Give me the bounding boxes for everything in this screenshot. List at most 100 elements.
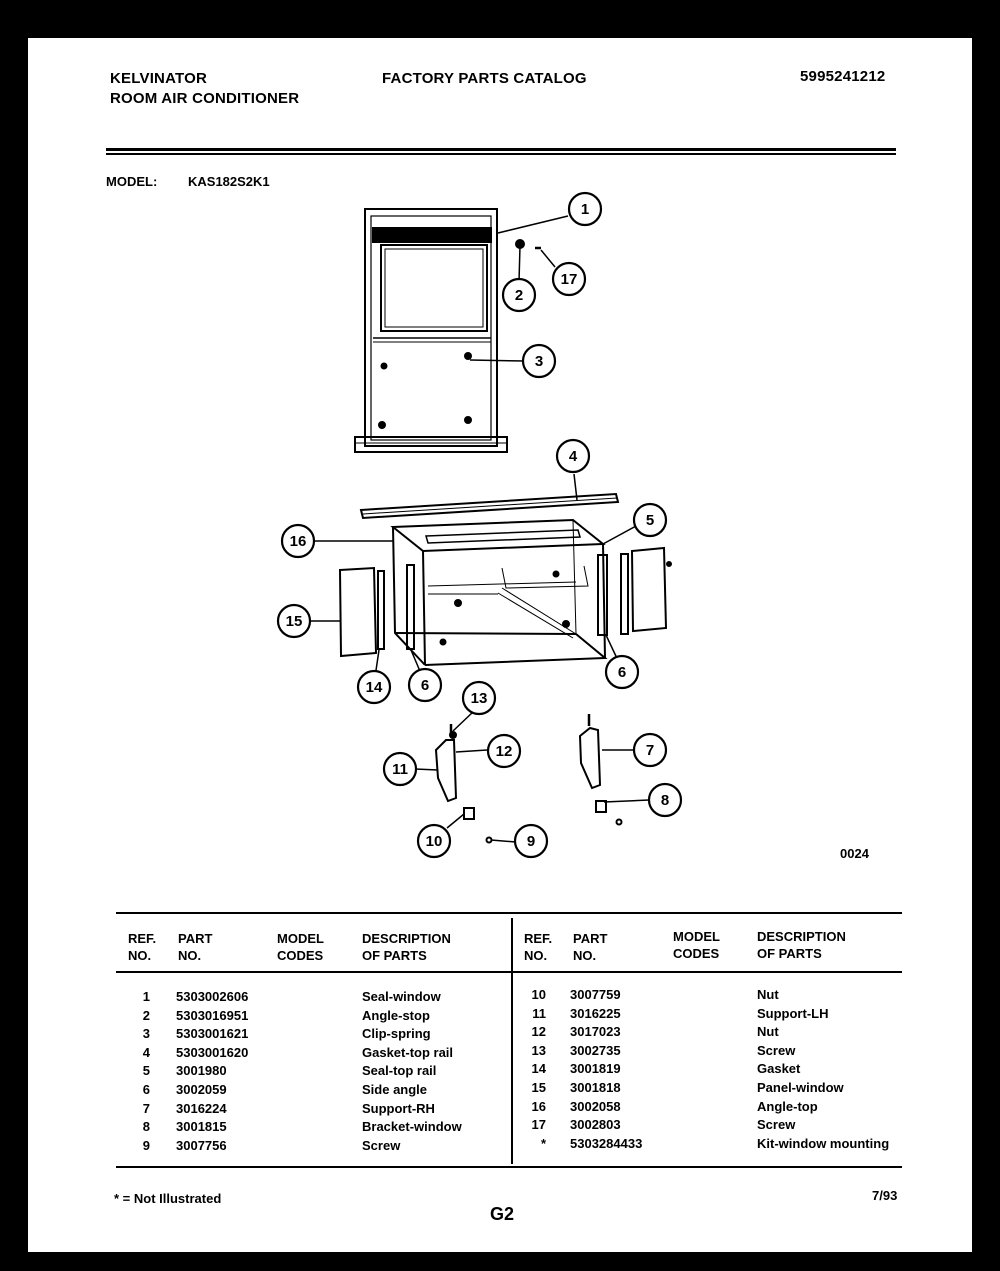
table-cell: 9 xyxy=(142,1137,150,1153)
window-glass-inner xyxy=(384,248,484,328)
top-rail-gasket xyxy=(359,492,620,520)
header-rule-bottom xyxy=(106,153,896,155)
table-cell: 5303016951 xyxy=(176,1007,249,1023)
exploded-parts-diagram: 1 2 3 4 5 6 6 7 8 9 10 11 12 13 14 15 16… xyxy=(276,191,683,859)
bracket-window-right xyxy=(595,800,607,813)
window-top-seal xyxy=(372,227,492,243)
table-cell: 3 xyxy=(142,1026,150,1042)
callout-12: 12 xyxy=(496,743,513,760)
header-ref-no-right: REF.NO. xyxy=(524,931,553,963)
table-cell: Kit-window mounting xyxy=(757,1135,890,1151)
table-cell: 1 xyxy=(142,989,150,1004)
model-number: KAS182S2K1 xyxy=(188,174,270,189)
table-cell: 3001819 xyxy=(570,1061,621,1077)
table-cell: Panel-window xyxy=(757,1079,844,1095)
callout-9: 9 xyxy=(527,833,535,850)
diagram-code: 0024 xyxy=(840,846,869,861)
window-sill xyxy=(354,436,508,453)
table-cell: 3002735 xyxy=(570,1042,621,1058)
callout-13: 13 xyxy=(471,690,488,707)
support-lh xyxy=(434,739,458,803)
table-cell: 11 xyxy=(532,1005,546,1021)
callout-6-right: 6 xyxy=(618,664,626,681)
callout-7: 7 xyxy=(646,742,654,759)
table-cell: Angle-stop xyxy=(362,1007,430,1023)
callout-10: 10 xyxy=(426,833,443,850)
window-frame-inner xyxy=(370,215,492,441)
right-part-column: 3007759 3016225 3017023 3002735 3001819 … xyxy=(570,986,642,1153)
callout-6-left: 6 xyxy=(421,677,429,694)
table-rule-header xyxy=(116,971,902,973)
table-cell: 3017023 xyxy=(570,1024,621,1040)
callout-5: 5 xyxy=(646,512,654,529)
table-cell: Bracket-window xyxy=(362,1119,462,1135)
table-cell: 17 xyxy=(531,1117,546,1133)
catalog-title: FACTORY PARTS CATALOG xyxy=(382,70,587,87)
revision-date: 7/93 xyxy=(872,1188,898,1203)
page-number: G2 xyxy=(490,1204,515,1224)
callout-1: 1 xyxy=(581,201,589,218)
cabinet-top xyxy=(390,518,606,553)
callout-16: 16 xyxy=(290,533,307,550)
catalog-number: 5995241212 xyxy=(800,68,886,85)
header-ref-no-left: REF.NO. xyxy=(128,931,157,963)
callout-4: 4 xyxy=(569,448,578,465)
table-cell: 5 xyxy=(142,1063,150,1079)
side-angle-right xyxy=(597,554,608,636)
table-cell: Gasket xyxy=(757,1061,801,1077)
footnote: * = Not Illustrated xyxy=(114,1191,222,1206)
window-frame xyxy=(364,208,498,447)
callout-11: 11 xyxy=(392,761,408,778)
table-cell: 16 xyxy=(531,1098,546,1114)
table-cell: Side angle xyxy=(362,1081,428,1097)
product-name: ROOM AIR CONDITIONER xyxy=(110,90,300,107)
table-cell: Seal-top rail xyxy=(362,1063,437,1079)
table-cell: 3001815 xyxy=(176,1119,227,1135)
table-rule-top xyxy=(116,912,902,914)
table-cell: 3001818 xyxy=(570,1079,621,1095)
table-divider xyxy=(511,918,513,1164)
panel-window-right xyxy=(630,546,668,633)
gasket-right xyxy=(620,553,629,635)
right-ref-column: 10 11 12 13 14 15 16 17 * xyxy=(522,986,546,1153)
callout-15: 15 xyxy=(286,613,303,630)
table-cell: 3016224 xyxy=(176,1100,227,1116)
table-cell: Angle-top xyxy=(757,1098,818,1114)
catalog-page: KELVINATOR ROOM AIR CONDITIONER FACTORY … xyxy=(28,38,972,1252)
table-cell: 5303284433 xyxy=(570,1135,643,1151)
table-cell: 5303001620 xyxy=(176,1044,249,1060)
table-cell: 3002059 xyxy=(176,1081,227,1097)
table-cell: Screw xyxy=(757,1117,796,1133)
table-cell: 3007756 xyxy=(176,1137,227,1153)
table-cell: 13 xyxy=(531,1042,546,1058)
gasket-left xyxy=(377,570,385,650)
table-cell: 3002058 xyxy=(570,1098,621,1114)
callout-8: 8 xyxy=(661,792,669,809)
left-ref-column: 1 2 3 4 5 6 7 8 9 xyxy=(128,988,150,1155)
callout-2: 2 xyxy=(515,287,523,304)
table-cell: Clip-spring xyxy=(362,1026,431,1042)
table-cell: 2 xyxy=(142,1007,150,1023)
window-glass xyxy=(380,244,488,332)
left-part-column: 5303002606 5303016951 5303001621 5303001… xyxy=(176,988,248,1155)
table-cell: Nut xyxy=(757,1024,779,1040)
table-cell: 3002803 xyxy=(570,1117,621,1133)
support-rh xyxy=(578,726,602,790)
callout-3: 3 xyxy=(535,353,543,370)
right-description-column: Nut Support-LH Nut Screw Gasket Panel-wi… xyxy=(757,986,889,1153)
table-cell: Screw xyxy=(362,1137,401,1153)
table-cell: 3001980 xyxy=(176,1063,227,1079)
table-cell: 10 xyxy=(531,987,546,1002)
table-cell: 6 xyxy=(142,1081,150,1097)
brand-name: KELVINATOR xyxy=(110,70,208,87)
table-rule-bottom xyxy=(116,1166,902,1168)
table-cell: Seal-window xyxy=(362,989,441,1004)
left-description-column: Seal-window Angle-stop Clip-spring Gaske… xyxy=(362,988,462,1155)
table-cell: Gasket-top rail xyxy=(362,1044,454,1060)
table-cell: 5303001621 xyxy=(176,1026,249,1042)
